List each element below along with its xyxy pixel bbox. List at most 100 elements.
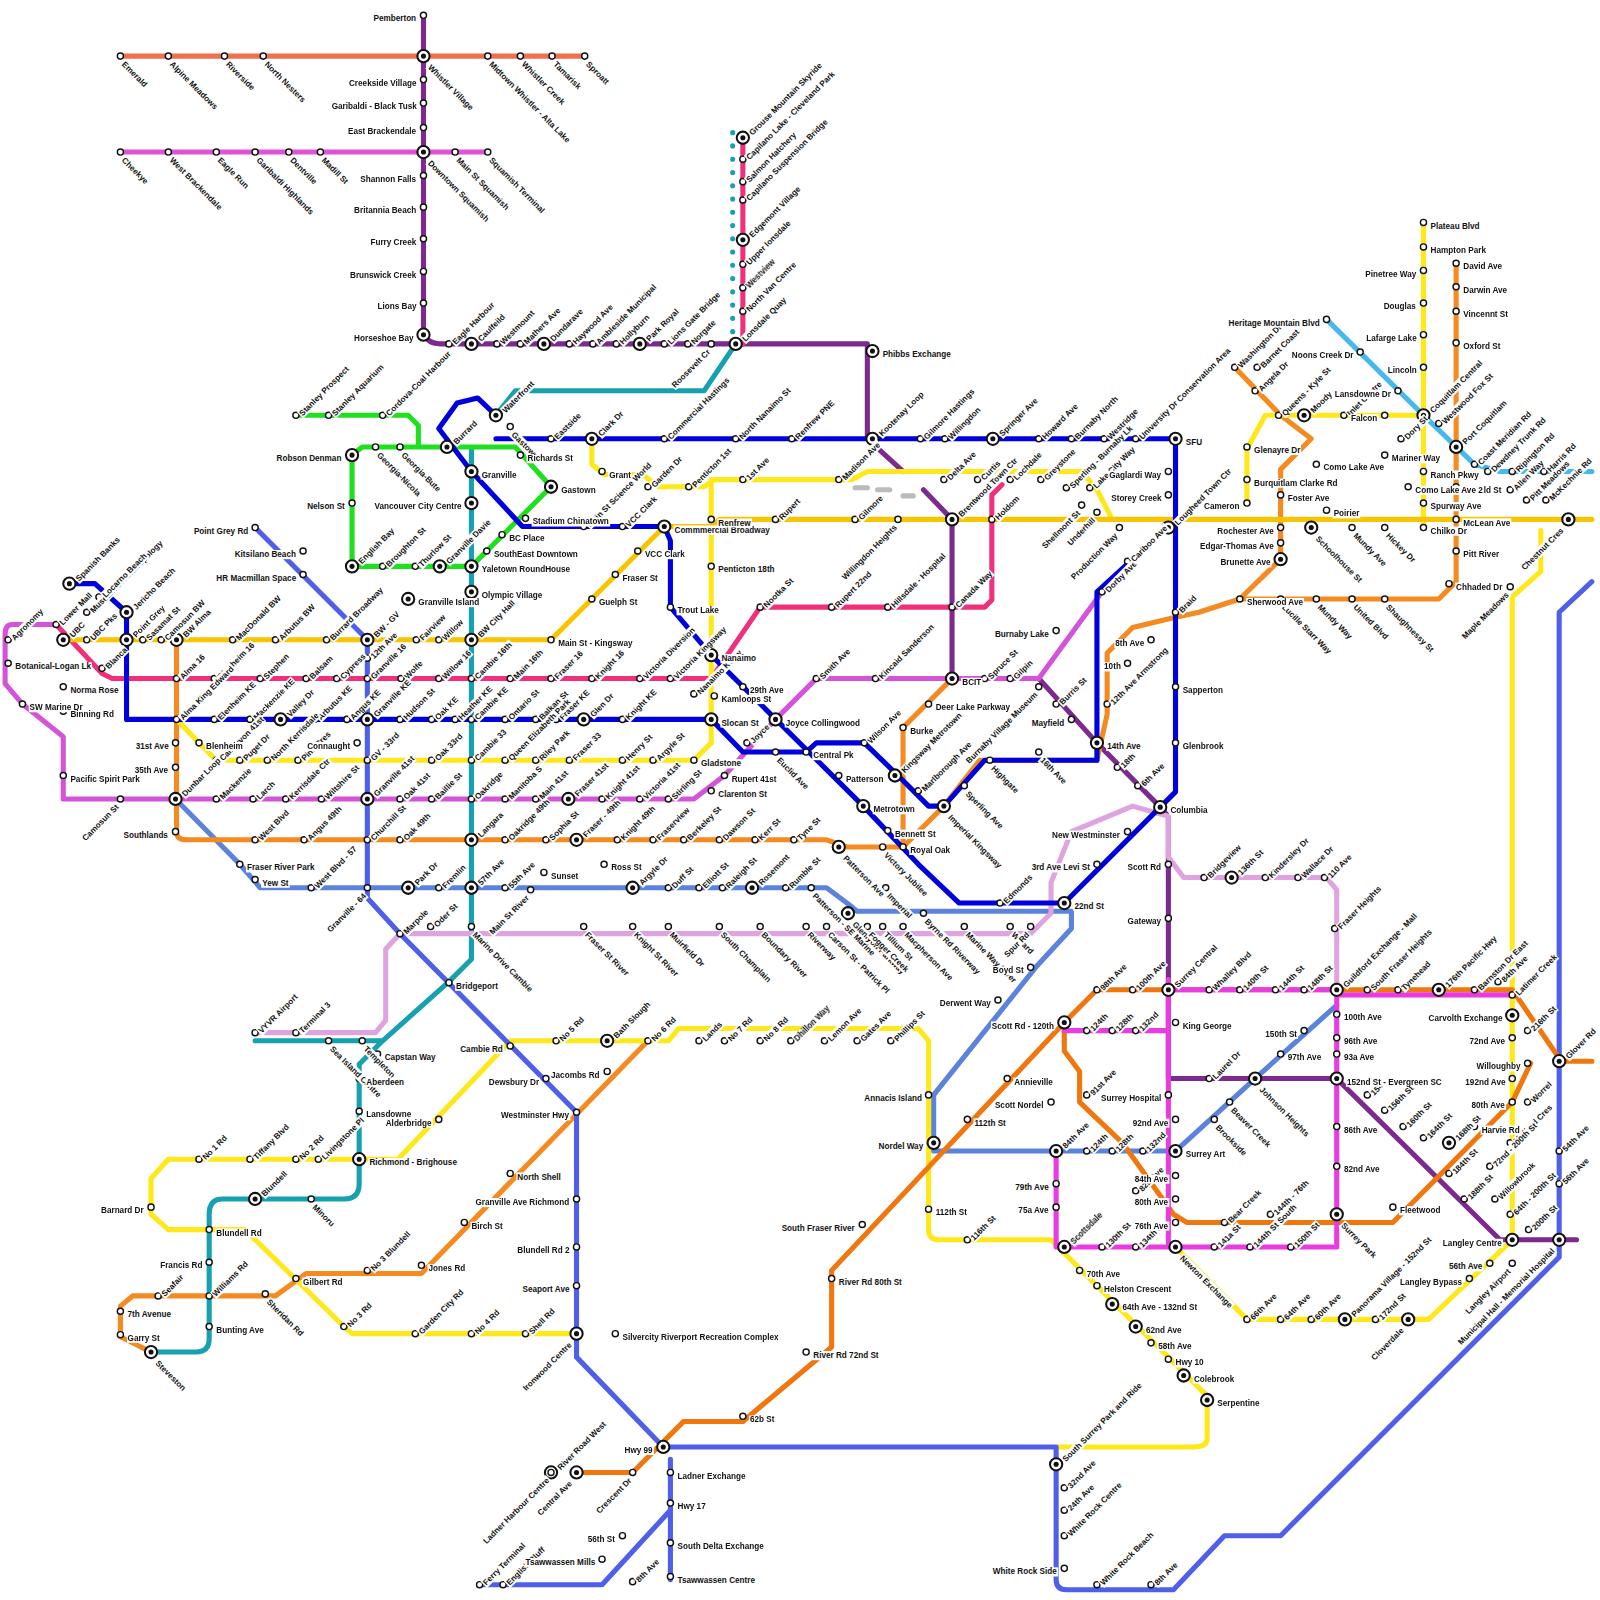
station-label: White Rock Beach	[1098, 1529, 1156, 1587]
station-label: Oakridge	[472, 769, 505, 802]
label-holder: Maple Meadows	[1457, 587, 1511, 641]
label-holder: Fraser 16	[550, 646, 586, 682]
station-label: Bridgeport	[455, 981, 499, 990]
label-holder: 112th St	[935, 1205, 968, 1217]
station-label: Phibbs Exchange	[882, 349, 952, 358]
station-label: Willoughby	[1476, 1062, 1522, 1071]
label-holder: Knight 49th	[616, 801, 658, 843]
label-holder: Olympic Village	[481, 587, 544, 599]
label-holder: Rupert 41st	[731, 771, 778, 783]
label-holder: Langley Centre	[1442, 1235, 1503, 1247]
label-holder: 10th	[1103, 659, 1122, 671]
label-holder: Eagle Run	[215, 152, 253, 190]
station-label: Oxford St	[1462, 341, 1501, 350]
station-label: 168th St	[1453, 1112, 1483, 1142]
station-label: Emerald	[119, 59, 150, 90]
station-label: Henry St	[623, 731, 655, 763]
label-holder: South Fraser River	[781, 1220, 856, 1232]
label-holder: Dentville	[288, 152, 322, 186]
station-label: Langley Bypass	[1399, 1277, 1463, 1286]
label-holder: Cloverdale	[1367, 1323, 1407, 1363]
label-holder: Barnard Dr	[100, 1203, 145, 1215]
label-holder: Cheekye	[119, 152, 153, 186]
station-label: Granville - 64	[325, 890, 369, 934]
label-holder: Oakridge	[470, 767, 505, 802]
station-label: 124th	[1088, 1010, 1111, 1033]
label-holder: Penticton 18th	[717, 562, 775, 574]
label-holder: Horseshoe Bay	[353, 330, 414, 342]
station-label: Brunswick Creek	[349, 270, 417, 279]
label-holder: Boyd St	[992, 963, 1025, 975]
station-label: Fleetwood	[1399, 1206, 1441, 1215]
label-holder: 75a Ave	[1017, 1203, 1049, 1215]
station-label: Cloverdale	[1369, 1325, 1406, 1362]
label-holder: Edmonds	[999, 869, 1035, 905]
label-holder: VCC Clark	[621, 491, 659, 529]
label-holder: SFU	[1185, 434, 1203, 446]
station-label: Dawson St	[720, 805, 757, 842]
label-holder: Sapperton	[1182, 682, 1224, 694]
label-holder: Storey Creek	[1110, 490, 1162, 502]
station-label: Glover Rd	[1563, 1025, 1599, 1061]
station-label: Fraser 16	[552, 648, 586, 682]
station-label: Blundell Rd 2	[516, 1245, 570, 1254]
station-label: No 8 Rd	[761, 1014, 791, 1044]
station-label: VYVR Airport	[256, 991, 300, 1035]
label-holder: 144th St	[1274, 960, 1307, 993]
label-holder: 55th Ave	[504, 857, 538, 891]
label-holder: Hwy 10	[1174, 1355, 1204, 1367]
label-holder: Pitt River	[1462, 546, 1500, 558]
label-holder: Grant	[608, 467, 632, 479]
label-holder: Edgar-Thomas Ave	[1199, 538, 1275, 550]
station-label: 72nd Ave	[1468, 1036, 1506, 1045]
station-label: 100th Ave	[1343, 1013, 1383, 1022]
station-label: 148th St	[1305, 962, 1335, 992]
label-holder: River Rd 72nd St	[812, 1347, 879, 1359]
label-holder: Granville - 64	[323, 888, 369, 934]
station-label: Hwy 10	[1174, 1358, 1204, 1367]
label-holder: Blanca	[101, 642, 130, 671]
station-label: Main St - Kingsway	[557, 638, 633, 647]
label-holder: Mackenzie	[215, 763, 254, 802]
station-label: University Dr Conservation Area	[1137, 345, 1234, 442]
station-label: Jacombs Rd	[550, 1070, 601, 1079]
station-label: Imperial	[884, 890, 914, 920]
label-holder: Pacific Spirit Park	[69, 771, 140, 783]
station-label: 152nd St - Evergreen SC	[1346, 1077, 1443, 1086]
station-label: 124th	[1088, 1131, 1111, 1154]
label-holder: 7th Avenue	[127, 1307, 172, 1319]
station-label: Granville Davie	[444, 516, 494, 566]
station-label: Ladner Exchange	[677, 1471, 747, 1480]
label-holder: Capstan Way	[384, 1049, 437, 1061]
label-holder: Falcon	[1350, 411, 1378, 423]
station-label: Alpine Meadows	[167, 59, 220, 112]
station-label: 54th Ave	[1560, 1122, 1592, 1154]
station-label: Baillie St	[433, 769, 465, 801]
station-label: Ranch Pkwy	[1430, 470, 1480, 479]
station-label: Springer Ave	[997, 395, 1040, 438]
station-label: South Fraser River	[781, 1223, 856, 1232]
station-label: Squamish Terminal	[486, 154, 547, 215]
station-label: 184th St	[1450, 1146, 1480, 1176]
label-holder: 58th Ave	[1157, 1338, 1192, 1350]
station-label: South Delta Exchange	[677, 1541, 765, 1550]
label-holder: BC Place	[508, 530, 545, 542]
station-label: Madison Ave	[840, 439, 883, 482]
station-label: 92nd Ave	[1132, 1118, 1170, 1127]
station-label: Lougheed Town Ctr	[1172, 466, 1234, 528]
station-label: Canada Way	[953, 568, 995, 610]
station-label: 56th Ave	[1560, 1155, 1592, 1187]
station-label: Falcon	[1350, 414, 1378, 423]
station-label: Hwy 17	[677, 1502, 707, 1511]
label-holder: Glenayre Dr	[1253, 442, 1301, 454]
station-label: Rupert 41st	[731, 774, 778, 783]
station-label: Marpole	[401, 906, 431, 936]
label-holder: Blundell Rd 2	[516, 1242, 570, 1254]
label-holder: East Brackendale	[347, 123, 417, 135]
label-holder: VYVR Airport	[254, 989, 300, 1035]
label-holder: 86th Ave	[1343, 1122, 1378, 1134]
label-holder: Argyle St	[652, 728, 687, 763]
label-holder: Sherwood Ave	[1246, 594, 1304, 606]
label-holder: Burke	[909, 723, 934, 735]
station-label: Glenbrook	[1182, 741, 1225, 750]
